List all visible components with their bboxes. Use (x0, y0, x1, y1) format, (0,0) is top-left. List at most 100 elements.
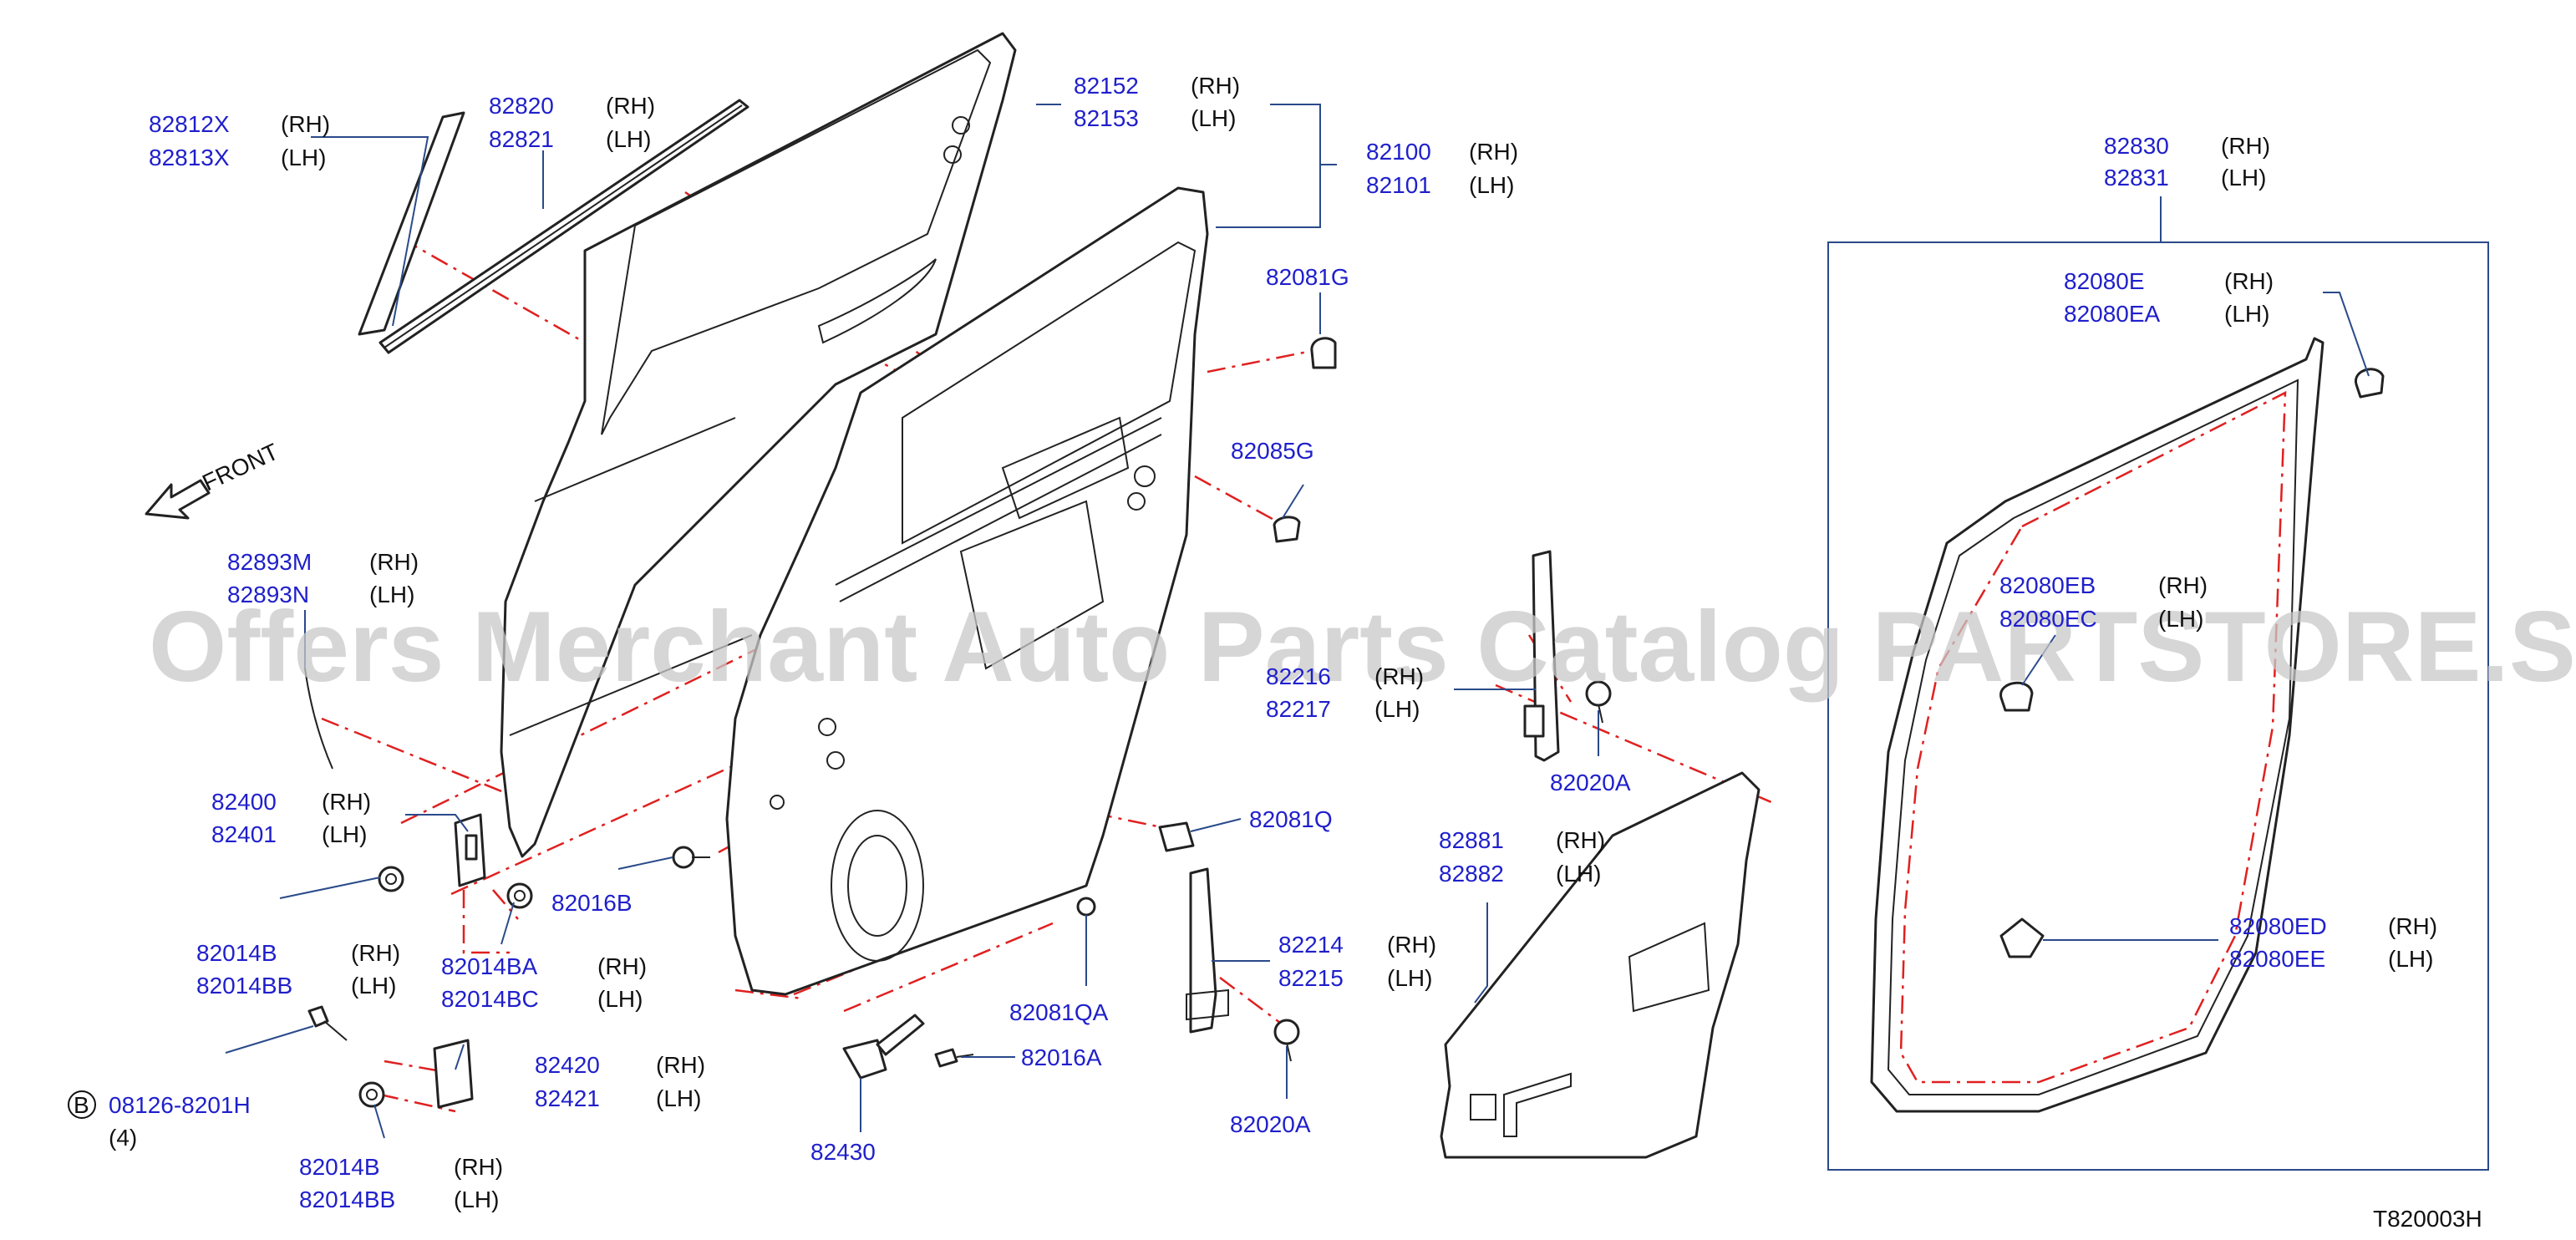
part-number[interactable]: 82893M (227, 549, 312, 575)
part-number[interactable]: 82893N (227, 582, 309, 607)
callout-82080ED[interactable]: 82080ED (RH) 82080EE (LH) (2229, 913, 2437, 972)
side-rh: (RH) (351, 940, 400, 966)
part-number[interactable]: 82216 (1266, 663, 1331, 689)
side-rh: (RH) (606, 93, 655, 119)
regulator-rail-upper (1523, 550, 1612, 762)
side-lh: (LH) (2158, 606, 2203, 632)
side-rh: (RH) (2221, 133, 2270, 159)
side-rh: (RH) (1374, 663, 1424, 689)
part-number[interactable]: 82421 (535, 1085, 600, 1111)
callout-82893M[interactable]: 82893M (RH) 82893N (LH) (227, 549, 419, 607)
part-number-82016B[interactable]: 82016B (551, 890, 633, 916)
part-number[interactable]: 82101 (1366, 172, 1431, 198)
part-number[interactable]: 82014BB (299, 1187, 395, 1212)
sealing-screen (1440, 771, 1761, 1159)
part-number[interactable]: 82400 (211, 789, 277, 815)
callout-82830[interactable]: 82830 (RH) 82831 (LH) (2104, 133, 2270, 191)
side-lh: (LH) (2388, 946, 2433, 972)
part-number-82081QA[interactable]: 82081QA (1009, 999, 1109, 1025)
watermark: Offers Merchant Auto Parts Catalog PARTS… (149, 591, 2576, 703)
part-number[interactable]: 82080EC (1999, 606, 2097, 632)
part-number[interactable]: 82214 (1278, 932, 1344, 958)
side-lh: (LH) (597, 986, 643, 1012)
callout-82420[interactable]: 82420 (RH) 82421 (LH) (535, 1052, 705, 1111)
lower-hinge (307, 1005, 474, 1109)
part-number-82016A[interactable]: 82016A (1021, 1044, 1102, 1070)
part-number[interactable]: 82014BB (196, 973, 292, 999)
part-number[interactable]: 82821 (489, 126, 554, 152)
part-number[interactable]: 82100 (1366, 139, 1431, 165)
part-number[interactable]: 82812X (149, 111, 230, 137)
part-number[interactable]: 82881 (1439, 827, 1504, 853)
callout-82216[interactable]: 82216 (RH) 82217 (LH) (1266, 663, 1424, 722)
part-number[interactable]: 82217 (1266, 696, 1331, 722)
part-number[interactable]: 82401 (211, 821, 277, 847)
part-number[interactable]: 82014B (196, 940, 277, 966)
side-rh: (RH) (2224, 268, 2274, 294)
callout-82080EB[interactable]: 82080EB (RH) 82080EC (LH) (1999, 572, 2208, 632)
part-number-82430[interactable]: 82430 (810, 1139, 876, 1165)
bolt-mark-letter: B (74, 1092, 89, 1118)
callout-82014BA[interactable]: 82014BA (RH) 82014BC (LH) (441, 953, 647, 1012)
part-number-82085G[interactable]: 82085G (1231, 438, 1314, 464)
side-rh: (RH) (281, 111, 330, 137)
part-number[interactable]: 82080EE (2229, 946, 2325, 972)
front-arrow (145, 479, 211, 520)
part-number[interactable]: 82830 (2104, 133, 2169, 159)
quantity: (4) (109, 1125, 137, 1151)
part-number-82081Q[interactable]: 82081Q (1249, 806, 1333, 832)
leader-lines (225, 104, 2370, 1139)
part-number-82020A[interactable]: 82020A (1230, 1111, 1311, 1137)
clips (1076, 337, 1337, 917)
door-check (842, 1014, 974, 1080)
part-number[interactable]: 82014B (299, 1154, 380, 1180)
callout-82820[interactable]: 82820 (RH) 82821 (LH) (489, 93, 655, 152)
side-rh: (RH) (2388, 913, 2437, 939)
callout-08126-8201H[interactable]: B 08126-8201H (4) (68, 1090, 251, 1151)
part-number[interactable]: 82080E (2064, 268, 2145, 294)
inner-door-frame (725, 186, 1209, 996)
part-number[interactable]: 82080EA (2064, 301, 2161, 327)
side-lh: (LH) (1556, 861, 1601, 887)
side-rh: (RH) (322, 789, 371, 815)
callout-82812X[interactable]: 82812X (RH) 82813X (LH) (149, 111, 330, 170)
part-number[interactable]: 82080EB (1999, 572, 2096, 598)
side-lh: (LH) (606, 126, 651, 152)
part-number[interactable]: 82014BC (441, 986, 539, 1012)
part-number[interactable]: 82014BA (441, 953, 538, 979)
bolt-82016B (672, 846, 710, 869)
callout-82152[interactable]: 82152 (RH) 82153 (LH) (1074, 73, 1240, 131)
side-rh: (RH) (369, 549, 419, 575)
callout-82080E[interactable]: 82080E (RH) 82080EA (LH) (2064, 268, 2274, 327)
door-weatherstrip-lower (304, 668, 333, 770)
side-lh: (LH) (656, 1085, 701, 1111)
side-lh: (LH) (281, 145, 326, 170)
part-number[interactable]: 08126-8201H (109, 1092, 251, 1118)
part-number[interactable]: 82080ED (2229, 913, 2327, 939)
side-rh: (RH) (1469, 139, 1518, 165)
part-number[interactable]: 82831 (2104, 165, 2169, 191)
callout-82014B-lower[interactable]: 82014B (RH) 82014BB (LH) (299, 1154, 503, 1212)
callout-82014B-upper[interactable]: 82014B (RH) 82014BB (LH) (196, 940, 400, 999)
side-rh: (RH) (656, 1052, 705, 1078)
window-channel-strip (379, 99, 749, 354)
part-number[interactable]: 82153 (1074, 105, 1139, 131)
part-number[interactable]: 82813X (149, 145, 230, 170)
side-lh: (LH) (1374, 696, 1420, 722)
callout-82881[interactable]: 82881 (RH) 82882 (LH) (1439, 827, 1605, 887)
part-number[interactable]: 82215 (1278, 965, 1344, 991)
part-number[interactable]: 82820 (489, 93, 554, 119)
part-number[interactable]: 82420 (535, 1052, 600, 1078)
part-number-82081G[interactable]: 82081G (1266, 264, 1349, 290)
part-number[interactable]: 82152 (1074, 73, 1139, 99)
side-rh: (RH) (1387, 932, 1436, 958)
callout-82100[interactable]: 82100 (RH) 82101 (LH) (1366, 139, 1518, 198)
callout-82400[interactable]: 82400 (RH) 82401 (LH) (211, 789, 371, 847)
callout-82214[interactable]: 82214 (RH) 82215 (LH) (1278, 932, 1436, 991)
part-number-82020A[interactable]: 82020A (1550, 770, 1631, 795)
side-lh: (LH) (1387, 965, 1432, 991)
part-number[interactable]: 82882 (1439, 861, 1504, 887)
side-lh: (LH) (351, 973, 396, 999)
side-rh: (RH) (1191, 73, 1240, 99)
side-rh: (RH) (454, 1154, 503, 1180)
